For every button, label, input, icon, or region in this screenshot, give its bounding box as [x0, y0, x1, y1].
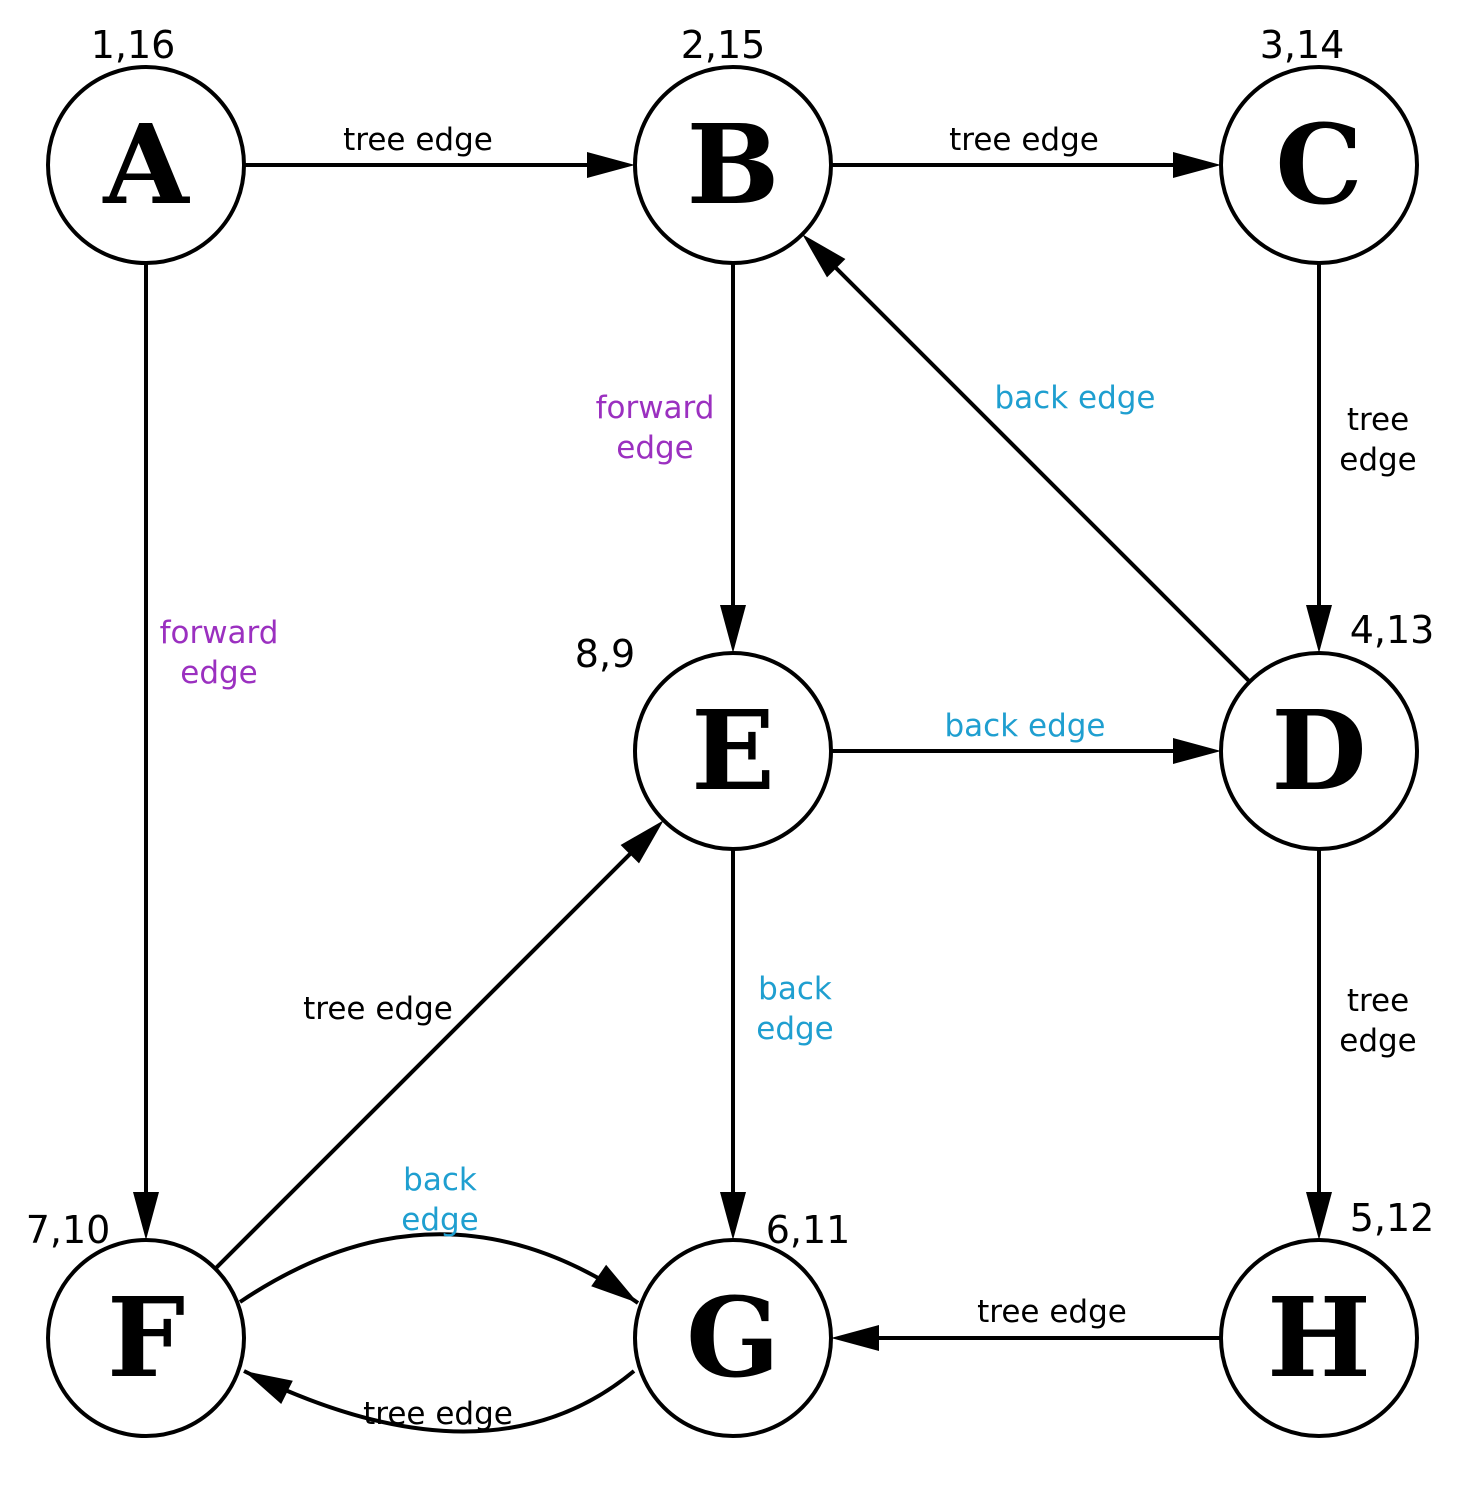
arrowhead	[1173, 738, 1221, 764]
discovery-finish-times: 6,11	[766, 1208, 851, 1252]
edge-c-d: tree edge	[1306, 263, 1417, 653]
node-h: H 5,12	[1219, 1196, 1435, 1438]
node-c: C 3,14	[1219, 23, 1419, 265]
node-a: A 1,16	[46, 23, 246, 265]
edge-label: tree	[1347, 402, 1409, 438]
discovery-finish-times: 5,12	[1350, 1196, 1435, 1240]
edge-a-f: forward edge	[133, 263, 278, 1240]
arrowhead	[587, 152, 635, 178]
arrowhead	[591, 1264, 638, 1303]
edge-b-e: forward edge	[596, 263, 746, 653]
edge-label: back	[403, 1162, 477, 1198]
edge-label: edge	[1339, 1023, 1417, 1059]
edge-label: edge	[756, 1011, 834, 1047]
edge-d-b: back edge	[802, 234, 1252, 684]
arrowhead	[720, 605, 746, 653]
arrowhead	[244, 1371, 293, 1404]
edge-g-f: tree edge	[243, 1369, 636, 1434]
node-f: F 7,10	[26, 1208, 246, 1438]
arrowhead	[802, 234, 846, 278]
edge-label: edge	[1339, 442, 1417, 478]
edge-label: tree edge	[363, 1396, 513, 1432]
arrowhead	[1306, 1192, 1332, 1240]
edge-label: forward	[160, 615, 279, 651]
node-g: G 6,11	[633, 1208, 851, 1438]
discovery-finish-times: 2,15	[681, 23, 766, 67]
node-circle	[633, 1238, 833, 1438]
node-circle	[1219, 651, 1419, 851]
edge-h-g: tree edge	[831, 1294, 1221, 1351]
edge-label: back	[758, 971, 832, 1007]
discovery-finish-times: 8,9	[575, 632, 635, 676]
node-label: D	[1271, 686, 1366, 815]
node-label: B	[687, 100, 780, 229]
edge-line	[238, 1232, 640, 1305]
nodes-layer: A 1,16B 2,15C 3,14D 4,13E 8,9F 7,10G 6,11H 5,12	[26, 23, 1435, 1438]
edge-d-h: tree edge	[1306, 849, 1417, 1240]
edge-label: tree edge	[303, 991, 453, 1027]
discovery-finish-times: 7,10	[26, 1208, 111, 1252]
arrowhead	[133, 1192, 159, 1240]
edge-label: edge	[616, 430, 694, 466]
node-label: C	[1275, 100, 1363, 229]
edge-label: edge	[180, 655, 258, 691]
arrowhead	[831, 1325, 879, 1351]
edge-label: edge	[401, 1202, 479, 1238]
edge-label: tree edge	[977, 1294, 1127, 1330]
node-label: A	[102, 100, 190, 229]
node-label: F	[107, 1273, 185, 1402]
edge-label: tree edge	[343, 122, 493, 158]
node-e: E 8,9	[575, 632, 833, 851]
edge-e-g: back edge	[720, 849, 834, 1240]
edge-label: tree	[1347, 983, 1409, 1019]
node-circle	[1219, 65, 1419, 265]
edge-label: back edge	[994, 380, 1155, 416]
arrowhead	[620, 820, 664, 864]
node-label: E	[691, 686, 775, 815]
arrowhead	[1306, 605, 1332, 653]
edge-a-b: tree edge	[244, 122, 635, 178]
node-d: D 4,13	[1219, 608, 1435, 851]
node-circle	[46, 1238, 246, 1438]
edge-f-g: back edge	[238, 1162, 640, 1305]
node-label: G	[686, 1273, 780, 1402]
edge-b-c: tree edge	[831, 122, 1221, 178]
node-b: B 2,15	[633, 23, 833, 265]
node-circle	[1219, 1238, 1419, 1438]
node-circle	[633, 65, 833, 265]
edge-label: tree edge	[949, 122, 1099, 158]
node-label: H	[1267, 1273, 1371, 1402]
edge-label: back edge	[944, 708, 1105, 744]
edge-e-d: back edge	[831, 708, 1221, 764]
discovery-finish-times: 1,16	[91, 23, 176, 67]
edge-line	[243, 1369, 636, 1434]
edge-line	[213, 832, 652, 1271]
arrowhead	[720, 1192, 746, 1240]
edge-line	[814, 246, 1252, 684]
discovery-finish-times: 3,14	[1260, 23, 1345, 67]
discovery-finish-times: 4,13	[1350, 608, 1435, 652]
edge-label: forward	[596, 390, 715, 426]
edge-f-e: tree edge	[213, 820, 664, 1271]
node-circle	[633, 651, 833, 851]
node-circle	[46, 65, 246, 265]
arrowhead	[1173, 152, 1221, 178]
